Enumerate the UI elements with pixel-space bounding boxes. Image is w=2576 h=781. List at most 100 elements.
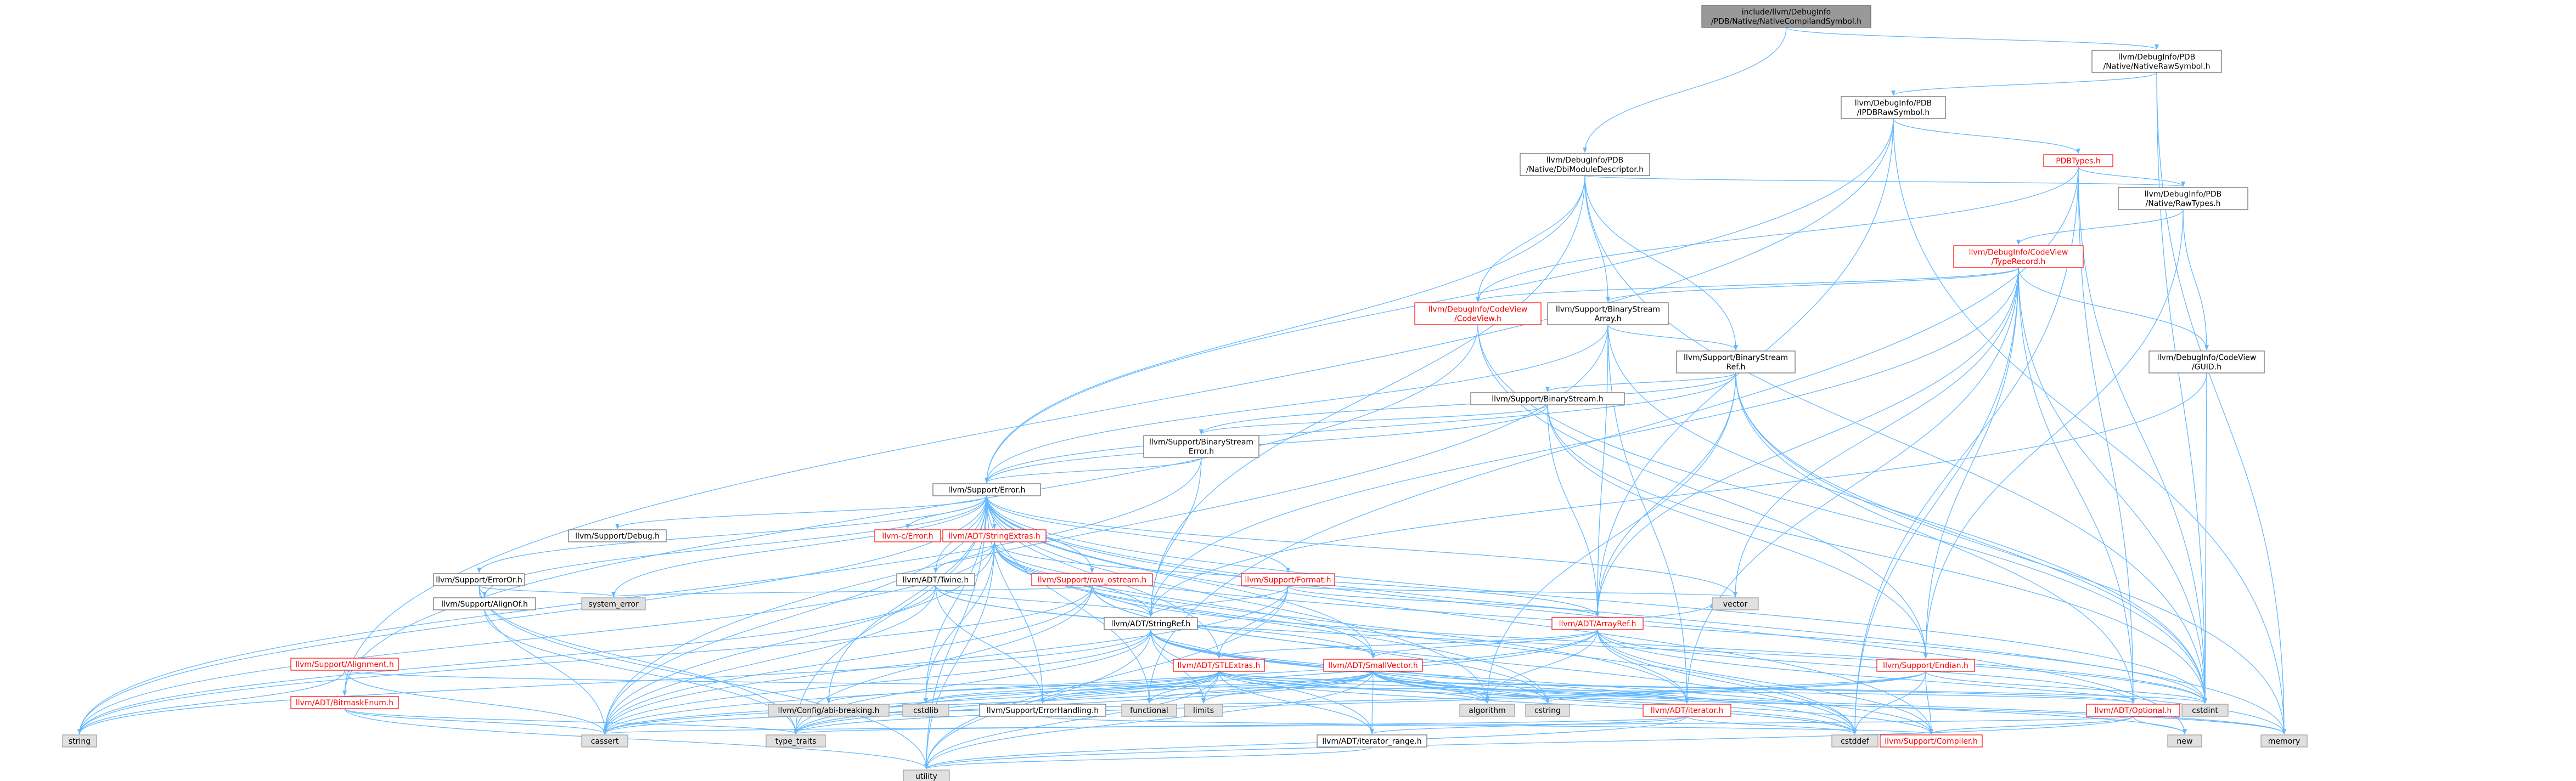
edge-dbimod-to-error [985,175,1585,483]
node-stlextras[interactable]: llvm/ADT/STLExtras.h [1173,659,1265,672]
node-nativeraw[interactable]: llvm/DebugInfo/PDB/Native/NativeRawSymbo… [2091,50,2222,73]
node-label: llvm/Support/BinaryStream [1684,354,1788,363]
node-label: llvm/Support/ErrorOr.h [436,576,522,585]
node-label: memory [2268,737,2301,746]
node-algorithm: algorithm [1459,704,1515,717]
edge-bsref-to-cstdint [1735,372,2207,704]
edge-ipdbraw-to-pdbtypes [1893,118,2080,154]
node-configbreak: llvm/Config/abi-breaking.h [768,704,890,717]
edge-typerecord-to-arrayref [1595,267,2019,617]
edge-strextras-to-cstdlib [924,541,995,704]
node-errhandling[interactable]: llvm/Support/ErrorHandling.h [979,704,1106,717]
edge-error-to-utility [924,495,987,769]
node-box [433,597,536,610]
edge-smallvector-to-utility [924,671,1374,769]
node-box [896,573,975,586]
node-debug[interactable]: llvm/Support/Debug.h [568,529,667,542]
edge-bstream-to-bserror [1199,404,1548,435]
edge-arrayref-to-smallvector [1371,629,1598,659]
node-label: llvm/Support/BinaryStream [1556,305,1660,314]
node-cerror[interactable]: llvm-c/Error.h [874,529,941,542]
node-memory: memory [2260,734,2308,748]
edge-error-to-compiler [986,495,1933,734]
node-box [1880,734,1983,748]
edge-arrayref-to-stlextras [1217,629,1598,659]
edge-bsarray-to-arrayref [1595,324,1608,617]
node-label: /CodeView.h [1454,315,1501,324]
node-errorors[interactable]: llvm/Support/ErrorOr.h [433,573,525,586]
node-box [1551,617,1644,630]
node-label: llvm/Support/Compiler.h [1885,737,1978,746]
node-bitmask[interactable]: llvm/ADT/BitmaskEnum.h [290,696,399,709]
node-optional[interactable]: llvm/ADT/Optional.h [2086,704,2180,717]
node-label: llvm/DebugInfo/PDB [1855,99,1932,108]
edge-smallvector-to-new [1373,671,2187,734]
node-format[interactable]: llvm/Support/Format.h [1241,573,1335,586]
node-box [942,529,1047,542]
edge-bitmask-to-typetraits [344,708,798,734]
edge-pdbtypes-to-cstdint [2078,166,2207,704]
node-label: llvm/Config/abi-breaking.h [778,706,879,715]
node-stringref[interactable]: llvm/ADT/StringRef.h [1104,617,1198,630]
node-alignof[interactable]: llvm/Support/AlignOf.h [433,597,536,610]
node-box [1953,245,2084,268]
node-error[interactable]: llvm/Support/Error.h [932,483,1041,496]
edge-strextras-to-twine [933,541,995,573]
node-box [768,704,890,717]
node-rawtypes[interactable]: llvm/DebugInfo/PDB/Native/RawTypes.h [2118,187,2248,210]
node-box [2148,350,2265,373]
node-codeview[interactable]: llvm/DebugInfo/CodeView/CodeView.h [1414,302,1542,325]
edge-bsarray-to-bsref [1607,324,1738,350]
node-label: /Native/NativeRawSymbol.h [2103,63,2210,71]
node-alignment[interactable]: llvm/Support/Alignment.h [290,658,399,671]
node-endian[interactable]: llvm/Support/Endian.h [1876,659,1975,672]
edge-arrayref-to-cassert [603,629,1598,734]
node-label: cassert [591,737,619,746]
node-ipdbraw[interactable]: llvm/DebugInfo/PDB/IPDBRawSymbol.h [1841,96,1946,119]
edge-twine-to-stringref [935,585,1153,617]
edge-error-to-errorors [477,495,987,573]
edge-error-to-new [986,495,2187,734]
node-bstream[interactable]: llvm/Support/BinaryStream.h [1470,392,1625,405]
node-compiler[interactable]: llvm/Support/Compiler.h [1880,734,1983,748]
edge-dbimod-to-cstdint [1584,175,2207,704]
node-dbimod[interactable]: llvm/DebugInfo/PDB/Native/DbiModuleDescr… [1520,153,1650,176]
node-box [1876,659,1975,672]
edge-optional-to-cassert [603,716,2134,734]
edge-pdbtypes-to-codeview [1476,166,2079,302]
node-box [568,529,667,542]
node-label: limits [1193,706,1214,715]
edge-iterator-to-iterrange [1370,716,1688,734]
node-arrayref[interactable]: llvm/ADT/ArrayRef.h [1551,617,1644,630]
node-box [581,597,646,610]
node-iterator[interactable]: llvm/ADT/iterator.h [1643,704,1731,717]
node-cstring: cstring [1525,704,1570,717]
node-iterrange[interactable]: llvm/ADT/iterator_range.h [1317,734,1427,748]
edge-stringref-to-string [77,629,1151,734]
node-guid[interactable]: llvm/DebugInfo/CodeView/GUID.h [2148,350,2265,373]
node-typerecord[interactable]: llvm/DebugInfo/CodeView/TypeRecord.h [1953,245,2084,268]
node-box [1323,659,1423,672]
edge-format-to-arrayref [1287,585,1600,617]
node-box [1470,392,1625,405]
node-smallvector[interactable]: llvm/ADT/SmallVector.h [1323,659,1423,672]
edge-bsref-to-error [985,372,1736,483]
node-pdbtypes[interactable]: PDBTypes.h [2043,154,2113,167]
edge-nativeraw-to-memory [2156,72,2286,734]
node-root[interactable]: include/llvm/DebugInfo/PDB/Native/Native… [1701,5,1871,28]
node-twine[interactable]: llvm/ADT/Twine.h [896,573,975,586]
node-cstdint: cstdint [2181,704,2229,717]
node-box [2086,704,2180,717]
edge-endian-to-cstring [1545,671,1926,704]
node-box [1173,659,1265,672]
node-strextras[interactable]: llvm/ADT/StringExtras.h [942,529,1047,542]
edge-nativeraw-to-cstdint [2156,72,2207,704]
node-string: string [62,734,97,748]
edge-root-to-nativeraw [1786,27,2159,50]
node-rawostream[interactable]: llvm/Support/raw_ostream.h [1031,573,1153,586]
node-label: llvm/ADT/iterator_range.h [1322,737,1421,746]
edge-smallvector-to-typetraits [794,671,1374,734]
